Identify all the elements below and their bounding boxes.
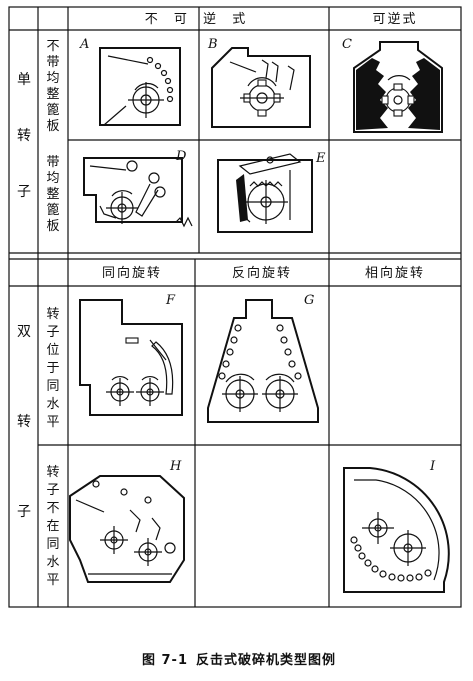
svg-text:F: F: [165, 293, 176, 308]
diagram-f: F: [79, 293, 183, 416]
diagram-h: H: [69, 459, 185, 583]
section-single-char-3: 子: [17, 184, 31, 200]
diagram-c: C: [342, 37, 443, 133]
svg-text:水: 水: [46, 555, 59, 570]
svg-text:E: E: [315, 151, 326, 166]
header-irreversible: 不 可 逆 式: [145, 11, 251, 27]
svg-text:水: 水: [46, 397, 59, 412]
svg-text:平: 平: [46, 415, 59, 430]
svg-text:子: 子: [46, 325, 59, 340]
svg-text:平: 平: [46, 573, 59, 588]
svg-text:同: 同: [46, 537, 59, 552]
caption-title: 反击式破碎机类型图例: [196, 652, 336, 668]
caption-number: 图 7-1: [142, 653, 188, 668]
svg-text:同: 同: [46, 379, 59, 394]
svg-text:B: B: [207, 37, 218, 52]
header-same-direction: 同向旋转: [102, 265, 162, 281]
svg-text:转: 转: [46, 307, 59, 322]
subrow-same-level: 转 子 位 于 同 水 平: [46, 307, 59, 430]
svg-text:D: D: [175, 149, 187, 164]
svg-text:A: A: [79, 37, 89, 52]
header-opposite-direction: 反向旋转: [232, 265, 292, 281]
svg-text:I: I: [429, 459, 436, 474]
section-single-char-1: 单: [17, 72, 31, 88]
svg-text:子: 子: [46, 483, 59, 498]
section-double-char-3: 子: [17, 504, 31, 520]
section-double-char-1: 双: [17, 324, 31, 340]
diagram-b: B: [207, 37, 311, 128]
svg-text:C: C: [342, 37, 352, 52]
svg-text:H: H: [169, 459, 182, 474]
subrow-no-grate: 不 带 均 整 篦 板: [46, 39, 59, 134]
svg-text:篦: 篦: [46, 103, 59, 118]
subrow-with-grate: 带 均 整 篦 板: [46, 155, 59, 234]
svg-text:整: 整: [46, 87, 59, 102]
svg-text:带: 带: [46, 55, 59, 70]
table-grid: [8, 6, 462, 608]
svg-text:带: 带: [46, 155, 59, 170]
svg-text:板: 板: [46, 219, 59, 234]
svg-text:在: 在: [46, 519, 59, 534]
svg-text:不: 不: [46, 501, 59, 516]
svg-text:不: 不: [46, 39, 59, 54]
header-reversible: 可逆式: [372, 11, 417, 27]
svg-text:板: 板: [46, 119, 59, 134]
svg-text:转: 转: [46, 465, 59, 480]
svg-text:篦: 篦: [46, 203, 59, 218]
svg-text:整: 整: [46, 187, 59, 202]
diagram-a: A: [79, 37, 181, 126]
diagram-g: G: [207, 293, 319, 423]
svg-text:位: 位: [46, 343, 59, 358]
header-counter-rotation: 相向旋转: [365, 265, 425, 281]
section-double-char-2: 转: [17, 414, 31, 430]
svg-text:均: 均: [46, 71, 59, 86]
svg-text:均: 均: [46, 171, 59, 186]
diagram-d: D: [83, 149, 193, 228]
section-single-char-2: 转: [17, 128, 31, 144]
diagram-e: E: [217, 151, 326, 233]
svg-text:G: G: [304, 293, 314, 308]
svg-text:于: 于: [46, 361, 59, 376]
diagram-i: I: [343, 459, 450, 593]
subrow-not-same-level: 转 子 不 在 同 水 平: [46, 465, 59, 588]
